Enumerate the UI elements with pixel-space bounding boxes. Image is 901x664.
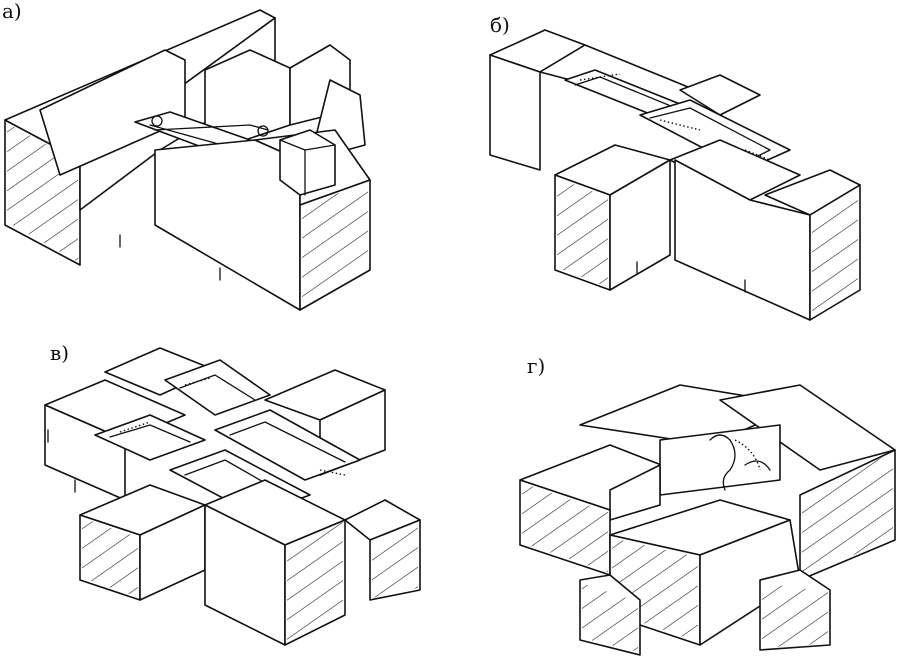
- panel-g: г): [519, 354, 896, 656]
- panel-g-label: г): [527, 354, 545, 378]
- block-front-face: [154, 139, 301, 311]
- panel-b-drawing: [489, 29, 861, 321]
- front-left-block-side: [609, 159, 671, 291]
- panel-b: б): [489, 13, 861, 321]
- panel-g-drawing: [519, 384, 896, 656]
- channel-v-2: [164, 359, 271, 416]
- panel-b-label: б): [490, 13, 510, 37]
- block-left-step: [39, 49, 186, 176]
- panel-a-label: а): [2, 0, 22, 23]
- lifting-loop: [709, 434, 736, 491]
- panel-a-drawing: [4, 9, 371, 311]
- panel-v-label: в): [50, 341, 69, 365]
- small-cube: [279, 129, 336, 196]
- panel-v: в): [44, 341, 421, 646]
- panel-v-drawing: [44, 347, 421, 646]
- back-block-face: [489, 54, 541, 171]
- bolt-hole-right: [257, 125, 269, 137]
- back-block-top-right: [679, 74, 761, 116]
- channel-v-1: [94, 414, 206, 461]
- panel-a: а): [2, 0, 371, 311]
- bolt-hole-left: [151, 115, 163, 127]
